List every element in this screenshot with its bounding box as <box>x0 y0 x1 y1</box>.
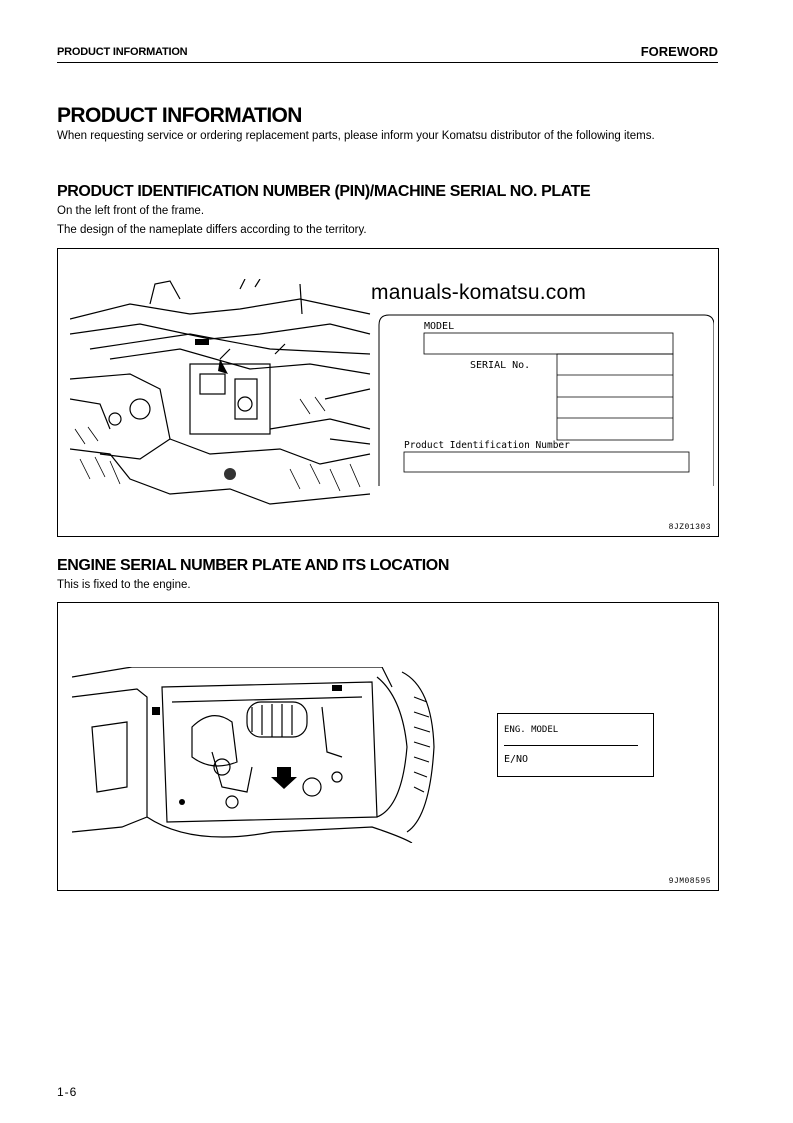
running-header-section: PRODUCT INFORMATION <box>57 46 188 58</box>
engine-plate-model-label: ENG. MODEL <box>504 725 559 735</box>
page-title: PRODUCT INFORMATION <box>57 104 302 127</box>
plate-pin-label: Product Identification Number <box>404 440 570 451</box>
plate-serial-label: SERIAL No. <box>470 360 531 371</box>
engine-figure-code: 9JM08595 <box>668 877 711 886</box>
engine-plate-divider <box>504 745 638 746</box>
engine-figure: ENG. MODEL E/NO 9JM08595 <box>57 602 719 891</box>
pin-design-note: The design of the nameplate differs acco… <box>57 224 367 236</box>
pin-section-heading: PRODUCT IDENTIFICATION NUMBER (PIN)/MACH… <box>57 183 591 200</box>
machine-nameplate <box>378 314 714 486</box>
engine-section-heading: ENGINE SERIAL NUMBER PLATE AND ITS LOCAT… <box>57 557 449 574</box>
engine-plate-number-label: E/NO <box>504 754 529 765</box>
page-number: 1-6 <box>57 1085 78 1099</box>
engine-nameplate: ENG. MODEL E/NO <box>497 713 654 777</box>
engine-illustration <box>72 667 435 843</box>
frame-illustration <box>70 279 371 505</box>
running-header-chapter: FOREWORD <box>640 44 718 59</box>
pin-figure: manuals-komatsu.com MODEL SERIAL No. Pro… <box>57 248 719 537</box>
engine-location-text: This is fixed to the engine. <box>57 579 191 591</box>
pin-figure-code: 8JZ01303 <box>668 523 711 532</box>
header-rule <box>57 62 718 63</box>
watermark-text: manuals-komatsu.com <box>371 281 587 304</box>
pin-location-text: On the left front of the frame. <box>57 205 205 217</box>
intro-paragraph: When requesting service or ordering repl… <box>57 130 655 142</box>
plate-model-label: MODEL <box>424 321 455 332</box>
